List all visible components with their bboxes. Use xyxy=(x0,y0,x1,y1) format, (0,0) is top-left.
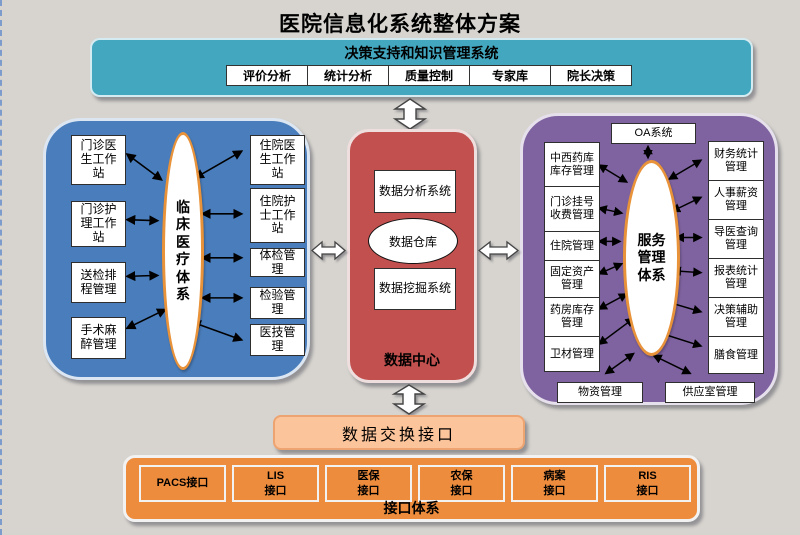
box-outpatient-registration-fee: 门诊挂号收费管理 xyxy=(544,186,600,232)
interface-row: PACS接口 LIS 接口 医保 接口 农保 接口 病案 接口 RIS 接口 xyxy=(139,465,691,502)
box-hr-payroll-mgmt: 人事薪资管理 xyxy=(708,180,764,220)
decision-support-modules: 评价分析 统计分析 质量控制 专家库 院长决策 xyxy=(226,65,632,86)
decision-support-title: 决策支持和知识管理系统 xyxy=(344,45,499,61)
box-finance-statistics-mgmt: 财务统计管理 xyxy=(708,141,764,181)
clinical-system-ellipse: 临床医疗体系 xyxy=(162,132,204,370)
decision-support-panel: 决策支持和知识管理系统 评价分析 统计分析 质量控制 专家库 院长决策 xyxy=(90,38,753,97)
arrow-datacenter-service xyxy=(478,240,519,261)
box-lis-interface: LIS 接口 xyxy=(232,465,319,502)
arrow-decision-datacenter xyxy=(392,98,428,130)
box-report-statistics-mgmt: 报表统计管理 xyxy=(708,258,764,298)
page-title: 医院信息化系统整体方案 xyxy=(279,13,521,36)
module-director-decision: 院长决策 xyxy=(550,65,632,86)
box-outpatient-nursing-station: 门诊护理工作站 xyxy=(71,201,126,247)
box-medical-record-interface: 病案 接口 xyxy=(511,465,598,502)
data-center-label: 数据中心 xyxy=(384,352,440,368)
box-inpatient-nurse-station: 住院护士工作站 xyxy=(250,188,305,243)
module-quality-control: 质量控制 xyxy=(388,65,470,86)
box-physical-exam-mgmt: 体检管理 xyxy=(250,248,305,277)
box-medical-tech-mgmt: 医技管理 xyxy=(250,324,305,356)
box-oa-system: OA系统 xyxy=(611,123,696,144)
box-pacs-interface: PACS接口 xyxy=(139,465,226,502)
box-fixed-assets-mgmt: 固定资产管理 xyxy=(544,260,600,298)
box-test-mgmt: 检验管理 xyxy=(250,287,305,319)
box-inpatient-doctor-station: 住院医生工作站 xyxy=(250,135,305,185)
data-center-panel: 数据分析系统 数据仓库 数据挖掘系统 数据中心 xyxy=(347,129,477,383)
slide-edge-marker xyxy=(0,0,2,535)
arrow-clinical-datacenter xyxy=(311,240,346,261)
service-system-panel: OA系统 中西药库库存管理 门诊挂号收费管理 住院管理 固定资产管理 药房库存管… xyxy=(520,113,778,405)
box-catering-mgmt: 膳食管理 xyxy=(708,336,764,374)
box-supply-room-mgmt: 供应室管理 xyxy=(665,382,755,403)
data-exchange-interface: 数据交换接口 xyxy=(273,415,525,450)
box-decision-assist-mgmt: 决策辅助管理 xyxy=(708,297,764,337)
box-pharmacy-inventory-mgmt: 药房库存管理 xyxy=(544,297,600,337)
clinical-system-panel: 门诊医生工作站 门诊护理工作站 送检排程管理 手术麻醉管理 住院医生工作站 住院… xyxy=(43,118,310,380)
box-ris-interface: RIS 接口 xyxy=(604,465,691,502)
box-inspection-scheduling: 送检排程管理 xyxy=(71,262,126,303)
interface-system-label: 接口体系 xyxy=(383,500,440,516)
clinical-system-label: 临床医疗体系 xyxy=(176,198,190,303)
box-materials-mgmt: 物资管理 xyxy=(557,382,643,403)
box-data-analysis-system: 数据分析系统 xyxy=(374,170,456,213)
module-expert-library: 专家库 xyxy=(469,65,551,86)
service-system-ellipse: 服务管理体系 xyxy=(623,160,680,356)
box-drug-warehouse-inventory: 中西药库库存管理 xyxy=(544,142,600,187)
interface-system-panel: PACS接口 LIS 接口 医保 接口 农保 接口 病案 接口 RIS 接口 接… xyxy=(123,455,700,522)
box-outpatient-doctor-station: 门诊医生工作站 xyxy=(71,135,126,185)
box-inpatient-mgmt: 住院管理 xyxy=(544,231,600,261)
arrow-datacenter-exchange xyxy=(391,384,427,415)
box-medical-material-mgmt: 卫材管理 xyxy=(544,336,600,372)
module-statistic-analysis: 统计分析 xyxy=(307,65,389,86)
box-data-mining-system: 数据挖掘系统 xyxy=(374,268,456,310)
data-warehouse-ellipse: 数据仓库 xyxy=(368,218,458,264)
service-system-label: 服务管理体系 xyxy=(637,231,666,283)
box-surgery-anesthesia: 手术麻醉管理 xyxy=(71,317,126,359)
box-guide-inquiry-mgmt: 导医查询管理 xyxy=(708,219,764,259)
data-warehouse-label: 数据仓库 xyxy=(388,234,437,249)
box-rural-insurance-interface: 农保 接口 xyxy=(418,465,505,502)
module-evaluation-analysis: 评价分析 xyxy=(226,65,308,86)
box-medical-insurance-interface: 医保 接口 xyxy=(325,465,412,502)
